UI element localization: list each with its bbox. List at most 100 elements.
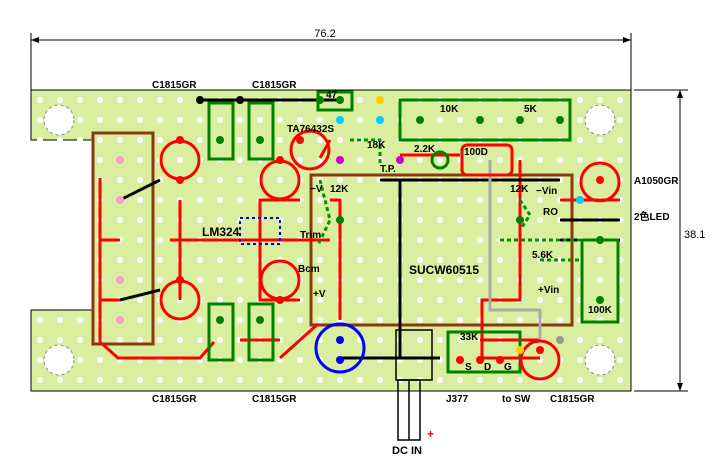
pcb-hole	[357, 277, 363, 283]
pcb-hole	[437, 217, 443, 223]
pcb-hole	[617, 97, 623, 103]
pcb-hole	[597, 337, 603, 343]
pcb-hole	[177, 117, 183, 123]
pcb-hole	[157, 117, 163, 123]
pcb-hole	[237, 357, 243, 363]
label-r18k: 18K	[367, 140, 386, 151]
pcb-hole	[97, 137, 103, 143]
pcb-hole	[237, 117, 243, 123]
pcb-hole	[457, 197, 463, 203]
pcb-hole	[77, 357, 83, 363]
pcb-hole	[417, 197, 423, 203]
pcb-hole	[157, 137, 163, 143]
pcb-hole	[57, 137, 63, 143]
capacitor-100d	[460, 143, 514, 177]
pcb-hole	[517, 317, 523, 323]
pcb-hole	[157, 277, 163, 283]
pcb-hole	[357, 317, 363, 323]
pcb-hole	[117, 177, 123, 183]
pcb-hole	[417, 257, 423, 263]
pcb-hole	[297, 117, 303, 123]
pcb-hole	[57, 317, 63, 323]
pcb-hole	[357, 377, 363, 383]
pcb-hole	[77, 317, 83, 323]
pcb-hole	[317, 257, 323, 263]
pcb-hole	[97, 157, 103, 163]
pcb-hole	[37, 97, 43, 103]
pcb-hole	[497, 117, 503, 123]
pcb-hole	[537, 157, 543, 163]
pcb-hole	[237, 277, 243, 283]
pcb-hole	[37, 317, 43, 323]
pcb-hole	[357, 297, 363, 303]
red-wires	[98, 139, 620, 360]
pcb-hole	[457, 317, 463, 323]
pcb-hole	[117, 337, 123, 343]
pcb-hole	[597, 157, 603, 163]
pcb-hole	[237, 157, 243, 163]
pcb-hole	[417, 157, 423, 163]
height-label: 38.1	[684, 229, 705, 241]
left-connector-outline	[91, 131, 155, 346]
pcb-hole	[537, 197, 543, 203]
pcb-hole	[377, 337, 383, 343]
pcb-hole	[197, 277, 203, 283]
label-plus: +	[427, 427, 434, 441]
pcb-hole	[437, 317, 443, 323]
pcb-hole	[137, 377, 143, 383]
pcb-hole	[437, 257, 443, 263]
label-ro: RO	[543, 207, 558, 218]
pcb-hole	[577, 137, 583, 143]
pcb-hole	[437, 297, 443, 303]
pcb-hole	[617, 357, 623, 363]
component-labels: C1815GR C1815GR C1815GR C1815GR C1815GR …	[152, 80, 679, 457]
pcb-hole	[57, 97, 63, 103]
pcb-hole	[477, 257, 483, 263]
pcb-hole	[77, 117, 83, 123]
pcb-hole	[317, 157, 323, 163]
pcb-hole	[457, 277, 463, 283]
pcb-hole	[137, 117, 143, 123]
pcb-hole	[157, 257, 163, 263]
pcb-hole	[317, 297, 323, 303]
pcb-hole	[477, 277, 483, 283]
gray-wire	[488, 160, 542, 340]
pcb-hole	[97, 357, 103, 363]
pcb-hole	[437, 337, 443, 343]
pcb-hole	[137, 137, 143, 143]
pcb-hole	[217, 117, 223, 123]
label-r22k: 2.2K	[414, 144, 436, 155]
blue-capacitor	[314, 322, 366, 374]
label-plus-v: +V	[313, 289, 326, 300]
width-dimension: 76.2	[30, 28, 632, 90]
label-dc-in: DC IN	[392, 445, 422, 457]
pcb-hole	[377, 317, 383, 323]
pcb-hole	[597, 377, 603, 383]
label-r12k-right: 12K	[510, 184, 529, 195]
pcb-hole	[477, 157, 483, 163]
pcb-hole	[37, 357, 43, 363]
pcb-hole	[117, 377, 123, 383]
label-r56k: 5.6K	[532, 250, 554, 261]
pcb-hole	[557, 277, 563, 283]
label-minus-vin: −Vin	[536, 186, 557, 197]
pcb-hole	[617, 117, 623, 123]
pcb-hole	[117, 217, 123, 223]
pcb-hole	[277, 277, 283, 283]
label-tp: T.P.	[380, 164, 396, 175]
label-led2: 2色LED	[634, 210, 670, 223]
pcb-hole	[37, 377, 43, 383]
pcb-hole	[297, 157, 303, 163]
pcb-hole	[357, 237, 363, 243]
pcb-hole	[497, 377, 503, 383]
pcb-hole	[417, 337, 423, 343]
pcb-hole	[177, 337, 183, 343]
label-bcm: Bcm	[298, 264, 320, 275]
pcb-hole	[377, 237, 383, 243]
pcb-hole	[617, 157, 623, 163]
label-c1815-bot-left: C1815GR	[152, 394, 197, 405]
sucw-module-outline	[309, 173, 574, 327]
pcb-hole	[137, 317, 143, 323]
pcb-hole	[477, 217, 483, 223]
